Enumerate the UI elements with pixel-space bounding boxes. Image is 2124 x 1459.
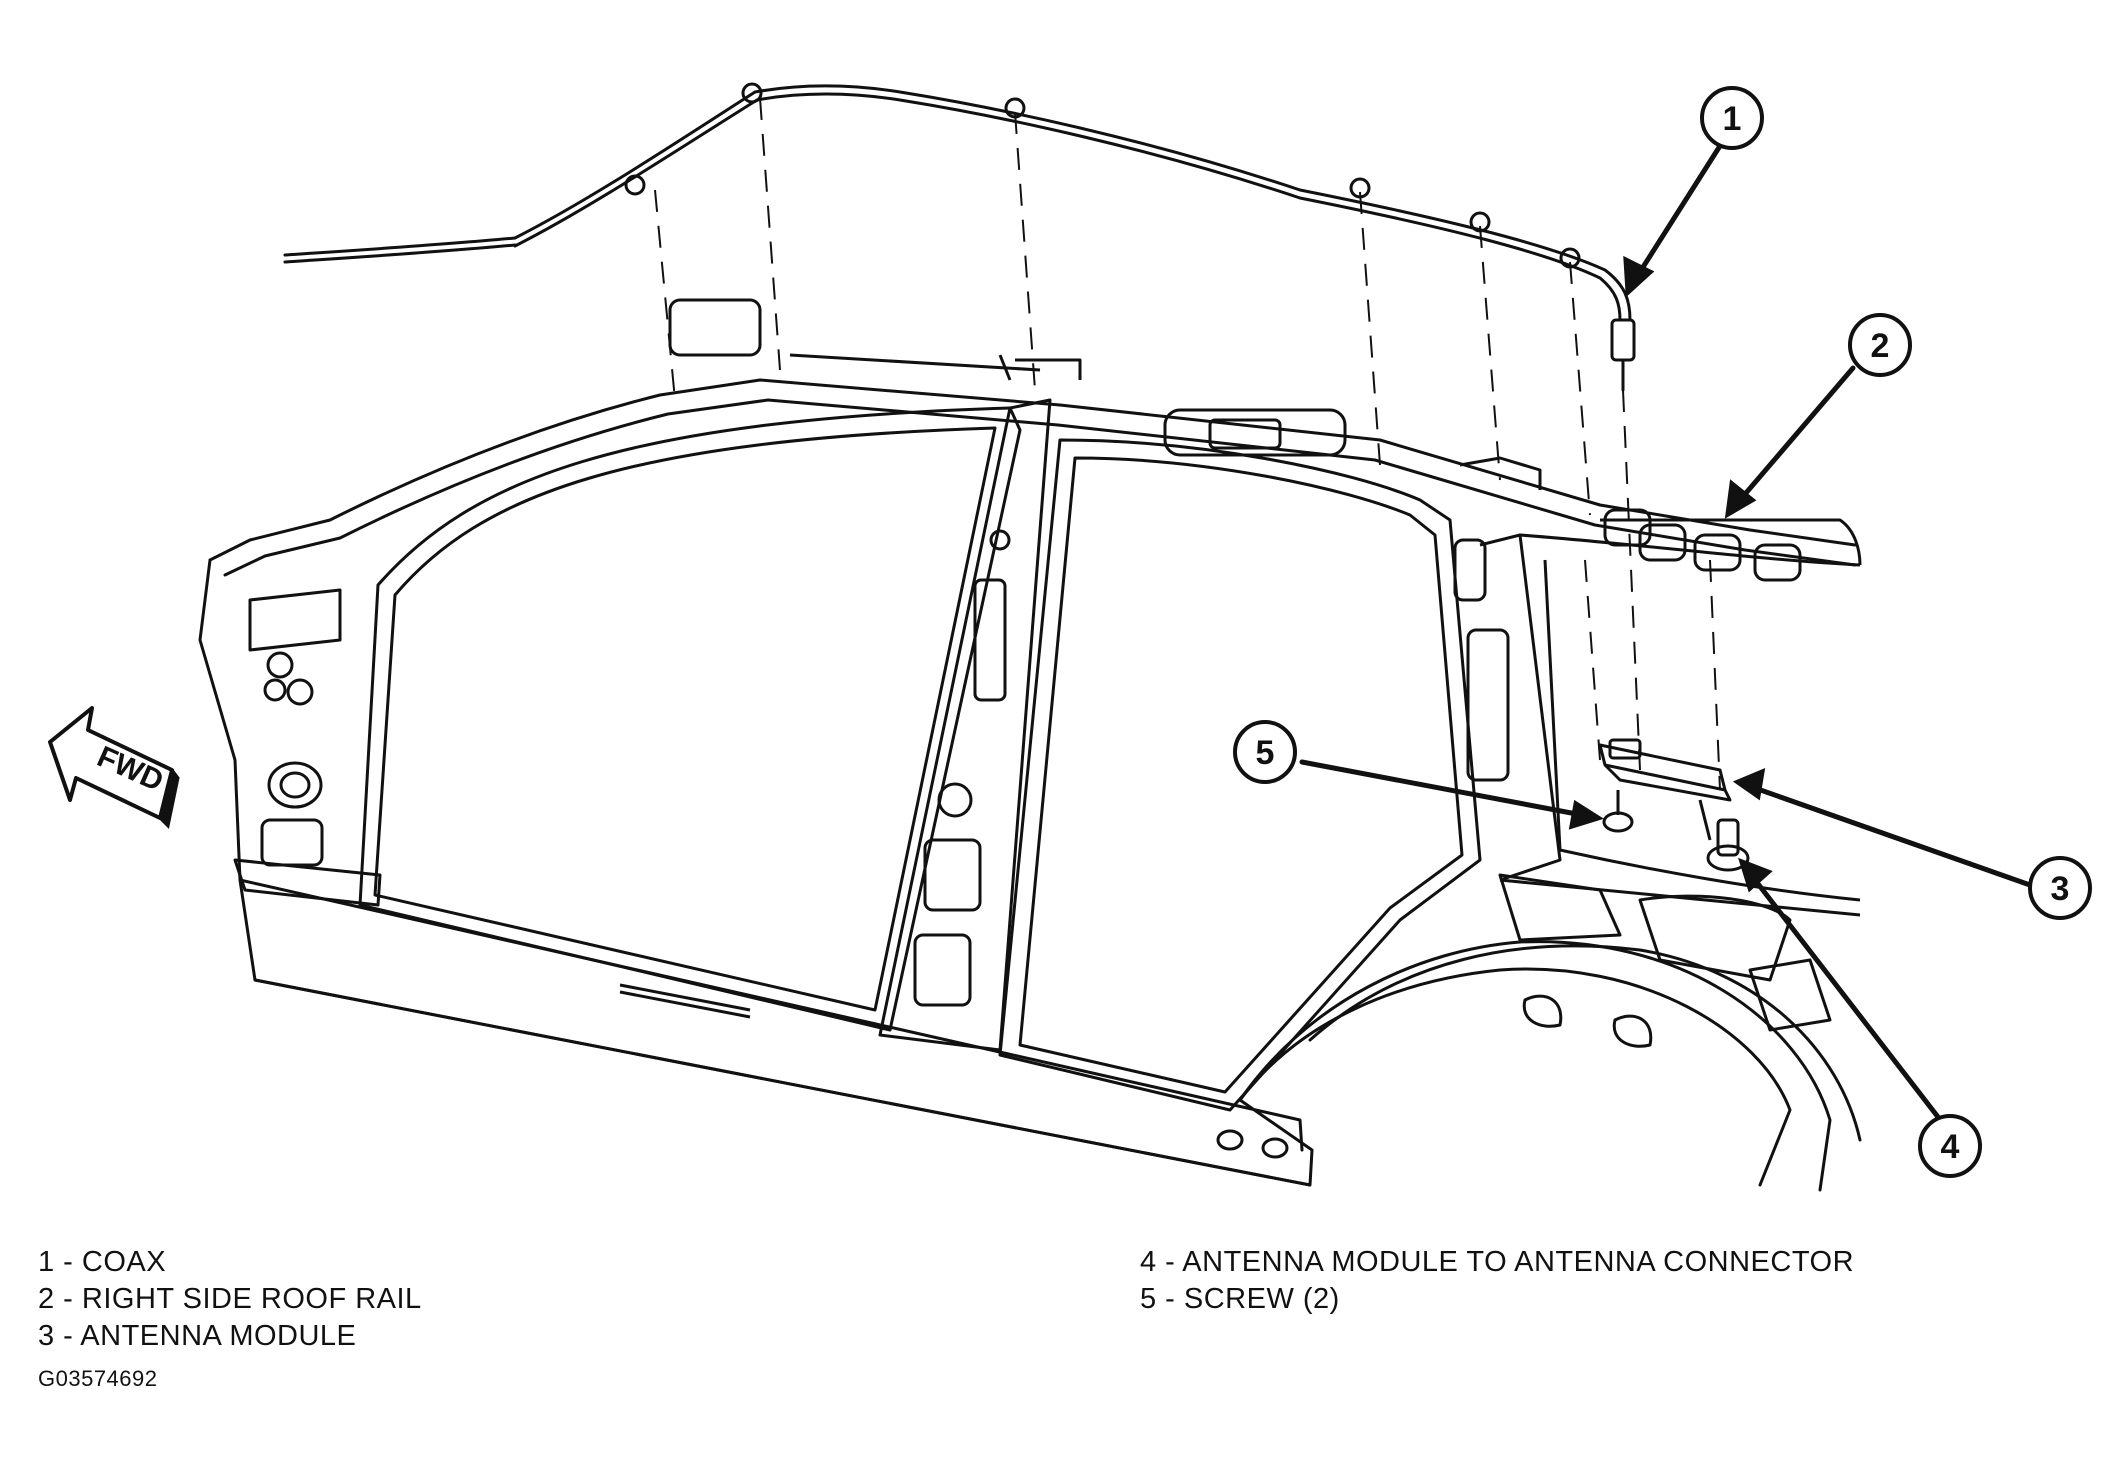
coax-cable <box>283 82 1636 392</box>
antenna-connector <box>1706 818 1750 872</box>
clip-alignment-lines <box>654 97 1721 791</box>
antenna-module <box>1598 738 1732 841</box>
legend-item-2: 2 - RIGHT SIDE ROOF RAIL <box>38 1283 422 1315</box>
legend-item-5: 5 - SCREW (2) <box>1140 1283 1340 1315</box>
legend-left: 1 - COAX 2 - RIGHT SIDE ROOF RAIL 3 - AN… <box>38 1244 422 1355</box>
legend-right: 4 - ANTENNA MODULE TO ANTENNA CONNECTOR … <box>1140 1244 1854 1318</box>
figure-id: G03574692 <box>38 1366 158 1391</box>
wheel-well-details <box>619 873 1832 1159</box>
leader-arrows <box>1299 135 2033 1133</box>
legend-item-3: 3 - ANTENNA MODULE <box>38 1320 357 1352</box>
roof-rail-clips <box>668 298 1542 490</box>
legend-item-1: 1 - COAX <box>38 1246 167 1278</box>
c-pillar-and-quarter <box>1453 508 1862 917</box>
callout-1-number: 1 <box>1723 100 1742 138</box>
callout-2-number: 2 <box>1871 327 1890 365</box>
body-side-outline <box>198 378 1862 1192</box>
callout-1: 1 <box>1700 86 1764 150</box>
rear-door-opening <box>998 438 1482 1112</box>
fwd-arrow: FWD <box>48 706 180 830</box>
screw <box>1602 790 1634 833</box>
callout-4-number: 4 <box>1941 1128 1960 1166</box>
front-door-opening <box>358 406 1022 1032</box>
legend-item-4: 4 - ANTENNA MODULE TO ANTENNA CONNECTOR <box>1140 1246 1855 1278</box>
callout-2: 2 <box>1848 313 1912 377</box>
callout-5: 5 <box>1233 720 1297 784</box>
callout-5-number: 5 <box>1256 734 1275 772</box>
a-pillar-and-front-structure <box>233 588 382 907</box>
callout-4: 4 <box>1918 1114 1982 1178</box>
callout-3: 3 <box>2028 856 2092 920</box>
callout-3-number: 3 <box>2051 870 2070 908</box>
